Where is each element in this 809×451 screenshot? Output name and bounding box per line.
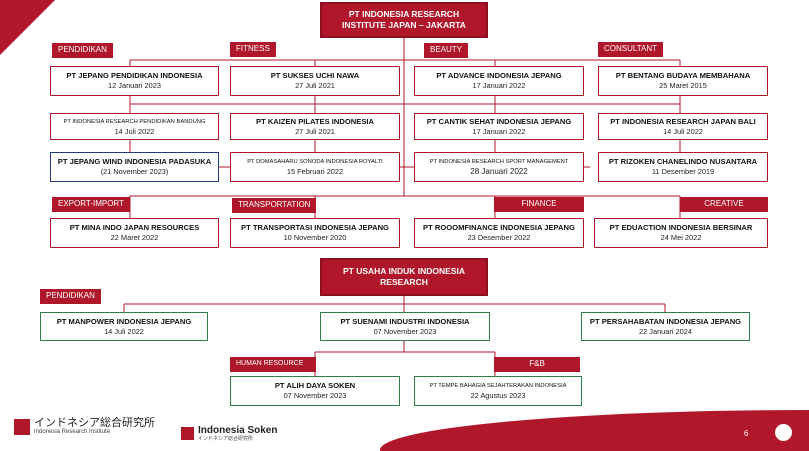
tag-pendidikan: PENDIDIKAN <box>52 43 113 58</box>
circle-icon <box>775 424 792 441</box>
company-date: 23 Desember 2022 <box>467 233 531 242</box>
tag-fitness: FITNESS <box>230 42 276 57</box>
company-date: 14 Juli 2022 <box>104 326 144 336</box>
company-box: PT INDONESIA RESEARCH SPORT MANAGEMENT 2… <box>414 152 584 182</box>
company-date: 11 Desember 2019 <box>651 167 715 176</box>
parent-line1: PT USAHA INDUK INDONESIA <box>343 266 465 276</box>
corner-decoration <box>0 0 55 55</box>
company-name: PT RIZOKEN CHANELINDO NUSANTARA <box>608 157 758 166</box>
soken-mark-icon <box>181 426 194 440</box>
company-date: 07 November 2023 <box>283 391 347 400</box>
root-company: PT INDONESIA RESEARCH INSTITUTE JAPAN – … <box>320 2 488 38</box>
root-line2: INSTITUTE JAPAN – JAKARTA <box>342 20 466 30</box>
company-date: 22 Maret 2022 <box>110 233 159 242</box>
company-name: PT INDONESIA RESEARCH SPORT MANAGEMENT <box>429 159 569 165</box>
company-name: PT TRANSPORTASI INDONESIA JEPANG <box>241 223 389 232</box>
company-name: PT JEPANG WIND INDONESIA PADASUKA <box>57 157 212 166</box>
company-date: 14 Juli 2022 <box>663 126 703 136</box>
tag-fnb: F&B <box>494 357 580 372</box>
company-box: PT ADVANCE INDONESIA JEPANG 17 Januari 2… <box>414 66 584 96</box>
root-line1: PT INDONESIA RESEARCH <box>348 9 460 19</box>
company-box: PT JEPANG PENDIDIKAN INDONESIA 12 Januar… <box>50 66 219 96</box>
company-name: PT INDONESIA RESEARCH PENDIDIKAN BANDUNG <box>63 118 206 125</box>
logo-mark-icon <box>14 418 30 435</box>
company-date: 15 Februari 2022 <box>286 167 344 176</box>
company-box: PT KAIZEN PILATES INDONESIA 27 Juli 2021 <box>230 113 400 140</box>
company-date: 27 Juli 2021 <box>295 126 335 136</box>
tag-finance: FINANCE <box>494 197 584 212</box>
company-date: 25 Maret 2015 <box>659 81 707 90</box>
tag-export-import: EXPORT-IMPORT <box>52 197 130 212</box>
parent-line2: RESEARCH <box>380 277 428 287</box>
company-date: (21 November 2023) <box>100 167 169 176</box>
company-box: PT MINA INDO JAPAN RESOURCES 22 Maret 20… <box>50 218 219 248</box>
company-name: PT ROOOMFINANCE INDONESIA JEPANG <box>423 223 575 232</box>
company-name: PT EDUACTION INDONESIA BERSINAR <box>609 223 753 232</box>
company-name: PT SUENAMI INDUSTRI INDONESIA <box>340 316 470 326</box>
company-name: PT ADVANCE INDONESIA JEPANG <box>436 71 562 80</box>
company-name: PT MANPOWER INDONESIA JEPANG <box>56 316 192 326</box>
company-logo: インドネシア総合研究所 Indonesia Research Institute <box>14 417 155 436</box>
tag-consultant: CONSULTANT <box>598 42 664 57</box>
company-box: PT SUKSES UCHI NAWA 27 Juli 2021 <box>230 66 400 96</box>
company-box: PT ALIH DAYA SOKEN 07 November 2023 <box>230 376 400 406</box>
company-box: PT MANPOWER INDONESIA JEPANG 14 Juli 202… <box>40 312 208 341</box>
company-box: PT BENTANG BUDAYA MEMBAHANA 25 Maret 201… <box>598 66 768 96</box>
company-date: 14 Juli 2022 <box>114 126 155 136</box>
company-name: PT JEPANG PENDIDIKAN INDONESIA <box>66 71 203 80</box>
company-box: PT CANTIK SEHAT INDONESIA JEPANG 17 Janu… <box>414 113 584 140</box>
tag-beauty: BEAUTY <box>424 43 469 58</box>
company-box: PT ROOOMFINANCE INDONESIA JEPANG 23 Dese… <box>414 218 584 248</box>
soken-subtitle: インドネシア総合研究所 <box>198 435 254 442</box>
company-box: PT INDONESIA RESEARCH JAPAN BALI 14 Juli… <box>598 113 768 140</box>
soken-title: Indonesia Soken <box>198 424 278 436</box>
company-name: PT SUKSES UCHI NAWA <box>270 71 360 80</box>
company-box: PT INDONESIA RESEARCH PENDIDIKAN BANDUNG… <box>50 113 219 140</box>
company-name: PT PERSAHABATAN INDONESIA JEPANG <box>589 316 742 326</box>
company-name: PT CANTIK SEHAT INDONESIA JEPANG <box>426 116 572 126</box>
company-date: 22 Agustus 2023 <box>470 391 526 400</box>
company-box: PT SUENAMI INDUSTRI INDONESIA 07 Novembe… <box>320 312 490 341</box>
company-box: PT TRANSPORTASI INDONESIA JEPANG 10 Nove… <box>230 218 400 248</box>
company-name: PT KAIZEN PILATES INDONESIA <box>256 116 374 126</box>
tag-creative: CREATIVE <box>680 197 768 212</box>
company-box: PT RIZOKEN CHANELINDO NUSANTARA 11 Desem… <box>598 152 768 182</box>
logo-text-en: Indonesia Research Institute <box>34 429 111 435</box>
company-name: PT DOMASAHARU SONODA INDONESIA ROYALTI <box>247 159 383 165</box>
parent-company: PT USAHA INDUK INDONESIA RESEARCH <box>320 258 488 296</box>
soken-logo: Indonesia Soken インドネシア総合研究所 <box>178 420 318 446</box>
company-name: PT ALIH DAYA SOKEN <box>274 381 356 390</box>
tag-transportation: TRANSPORTATION <box>232 198 317 213</box>
company-box: PT PERSAHABATAN INDONESIA JEPANG 22 Janu… <box>581 312 750 341</box>
company-name: PT BENTANG BUDAYA MEMBAHANA <box>615 71 751 80</box>
company-date: 17 Januari 2022 <box>472 126 526 136</box>
company-name: PT INDONESIA RESEARCH JAPAN BALI <box>610 116 756 126</box>
company-date: 12 Januari 2023 <box>107 81 161 90</box>
company-date: 07 November 2023 <box>373 326 437 336</box>
company-date: 17 Januari 2022 <box>472 81 526 90</box>
company-date: 27 Juli 2021 <box>295 81 335 90</box>
company-date: 22 Januari 2024 <box>638 326 692 336</box>
company-date: 10 November 2020 <box>283 233 347 242</box>
company-name: PT TEMPE BAHAGIA SEJAHTERAKAN INDONESIA <box>429 383 567 389</box>
company-name: PT MINA INDO JAPAN RESOURCES <box>69 223 200 232</box>
tag-pendidikan-2: PENDIDIKAN <box>40 289 101 304</box>
company-box: PT JEPANG WIND INDONESIA PADASUKA (21 No… <box>50 152 219 182</box>
company-date: 24 Mei 2022 <box>660 233 702 242</box>
logo-text-jp: インドネシア総合研究所 <box>34 417 155 429</box>
company-box: PT TEMPE BAHAGIA SEJAHTERAKAN INDONESIA … <box>414 376 582 406</box>
company-box: PT EDUACTION INDONESIA BERSINAR 24 Mei 2… <box>594 218 768 248</box>
page-number: 6 <box>744 429 749 438</box>
company-date: 28 Januari 2022 <box>470 167 528 176</box>
tag-human-resource: HUMAN RESOURCE <box>230 357 316 372</box>
company-box: PT DOMASAHARU SONODA INDONESIA ROYALTI 1… <box>230 152 400 182</box>
